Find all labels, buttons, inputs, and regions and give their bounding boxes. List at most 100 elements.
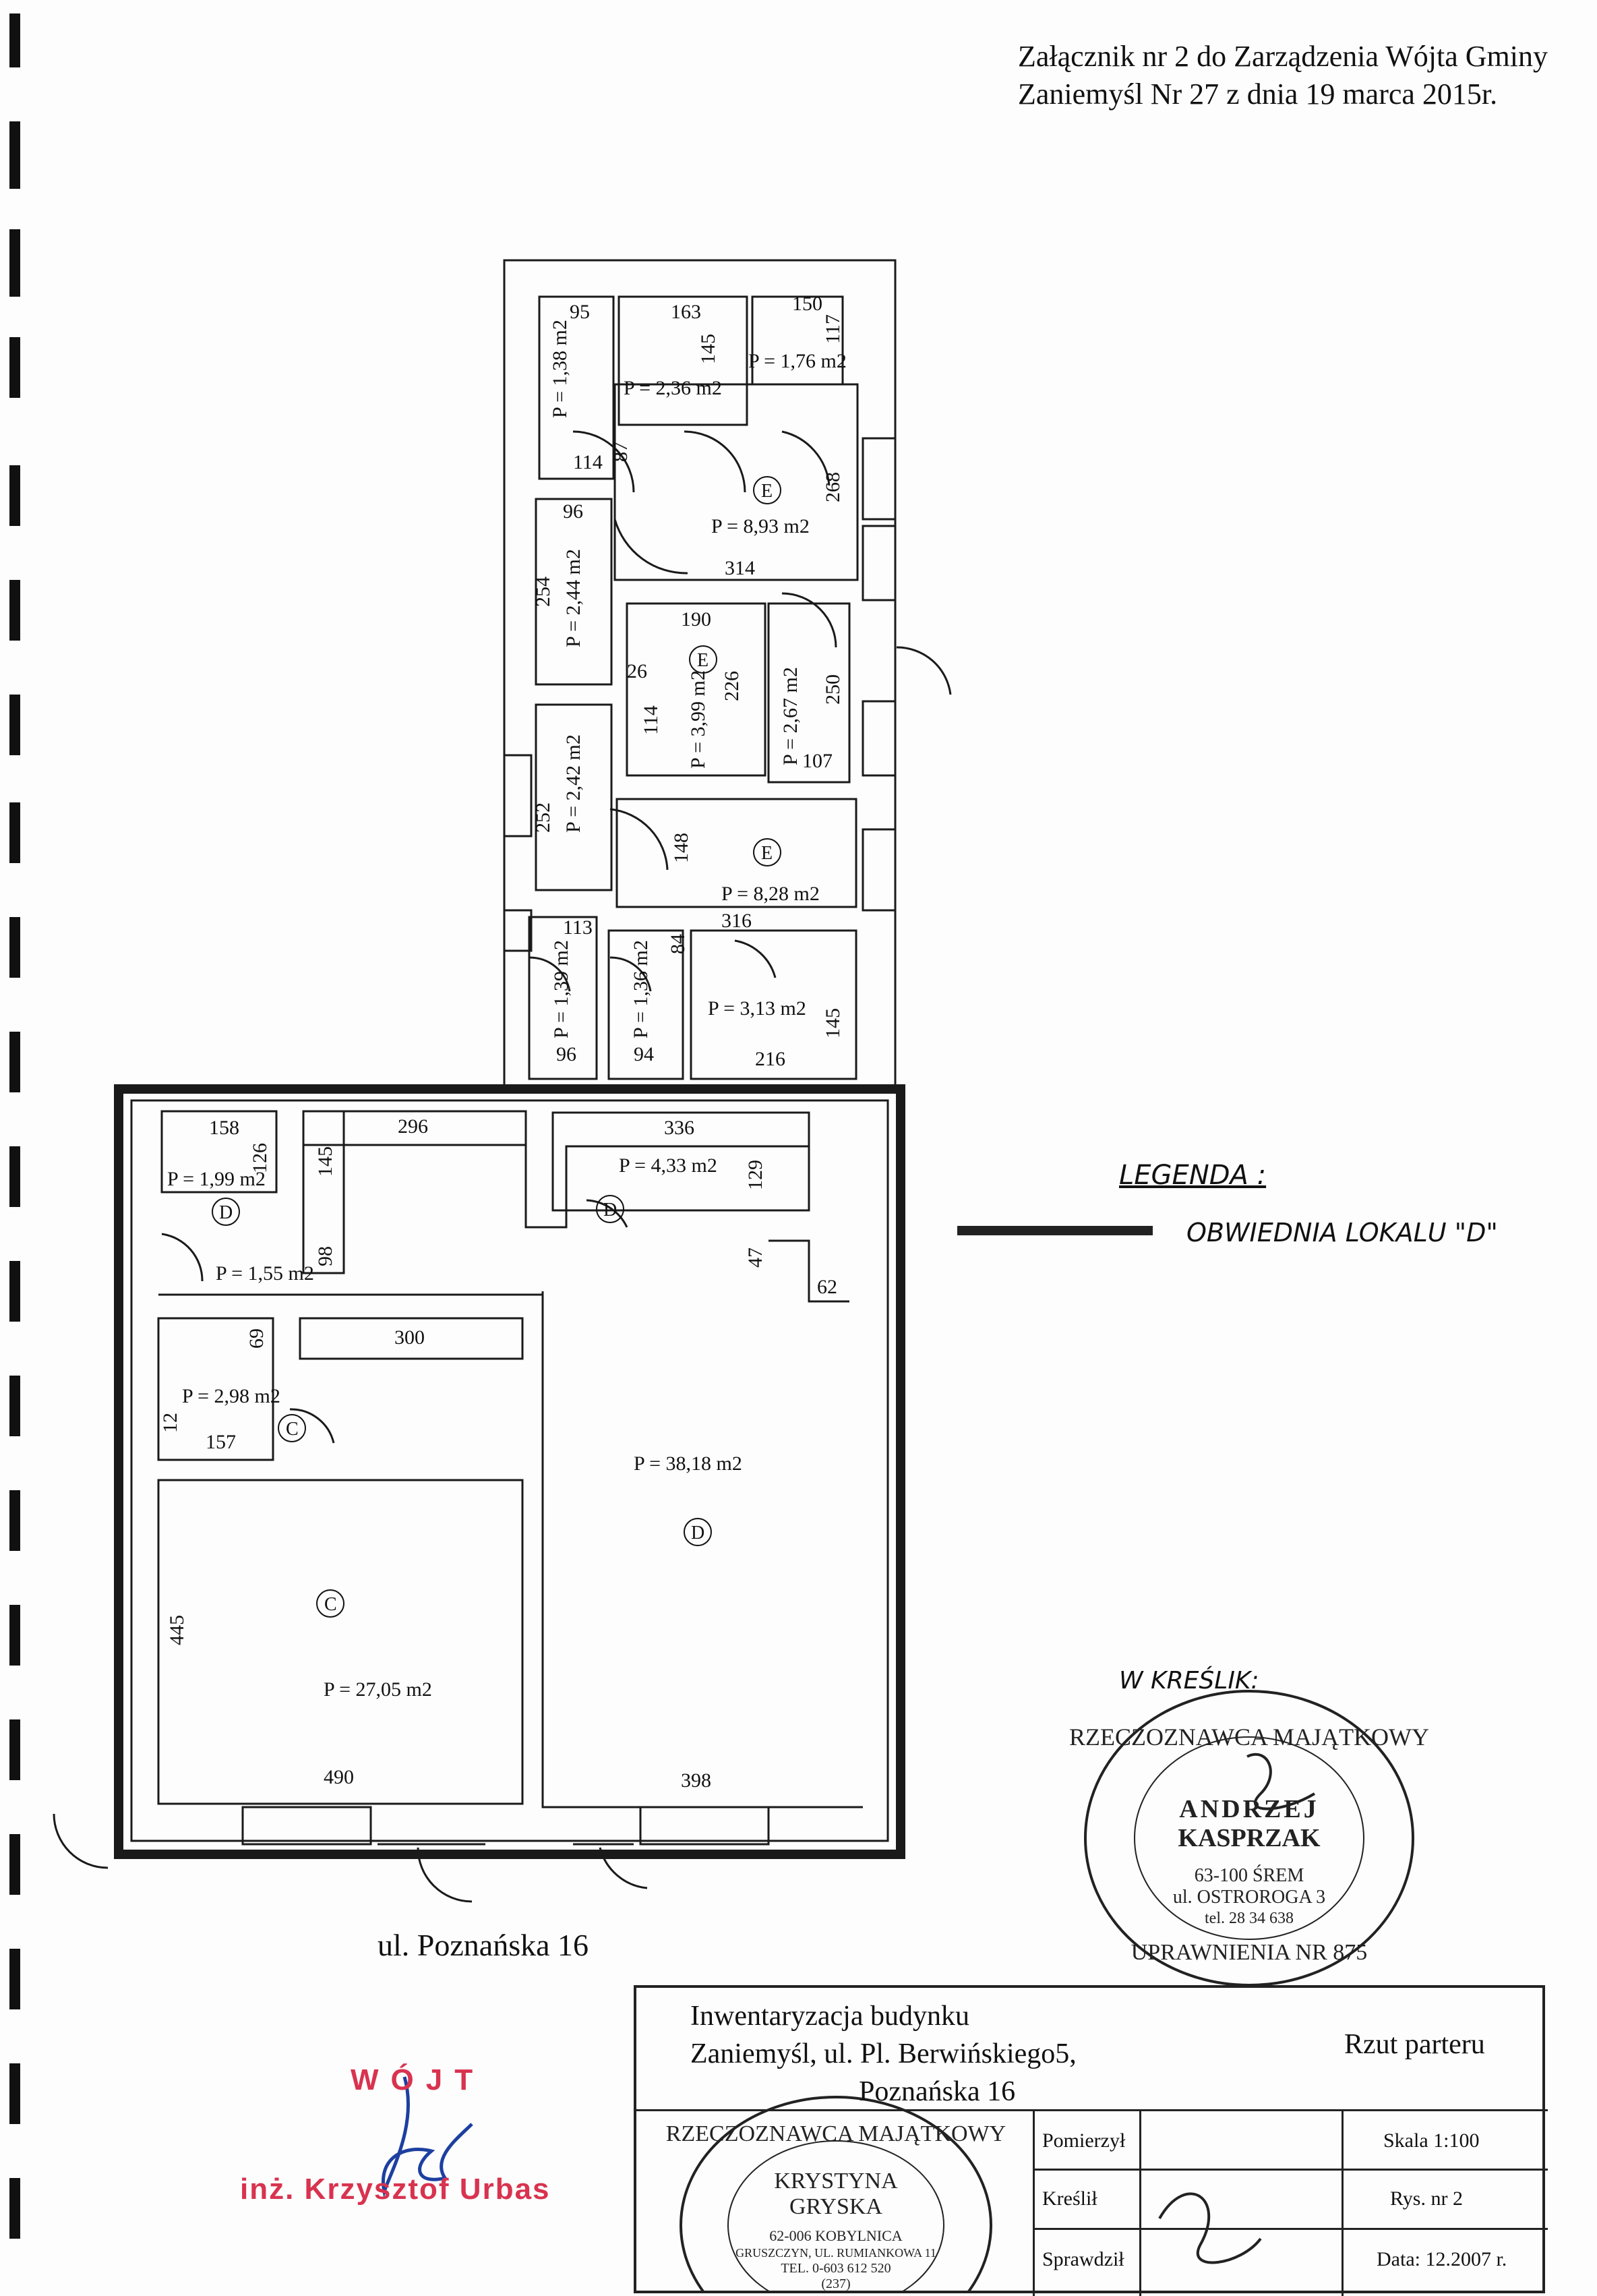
- dimension: 268: [822, 472, 844, 502]
- dimension: 398: [681, 1769, 711, 1792]
- stamp-bottom-addr2: GRUSZCZYN, UL. RUMIANKOWA 11: [735, 2246, 936, 2260]
- dimension: 190: [681, 608, 711, 630]
- drawer-label: W KREŚLIK:: [1119, 1667, 1259, 1695]
- dimension: 107: [802, 750, 833, 772]
- dimension: 216: [755, 1048, 785, 1070]
- stamp-bottom-number: (237): [821, 2276, 850, 2291]
- unit-mark: D: [219, 1202, 233, 1223]
- divider: [636, 2109, 1548, 2111]
- dimension: 490: [324, 1766, 354, 1788]
- wojt-signature: [382, 2076, 473, 2198]
- stamp-bottom-arc-text: RZECZOZNAWCA MAJĄTKOWY: [666, 2121, 1006, 2146]
- dimension: 336: [664, 1117, 694, 1139]
- room-area: P = 2,44 m2: [562, 549, 584, 647]
- dimension: 163: [671, 301, 701, 323]
- room-area: P = 3,99 m2: [687, 670, 709, 769]
- room-area: P = 2,36 m2: [624, 377, 722, 399]
- dimension: 47: [744, 1247, 766, 1268]
- binder-mark: [9, 802, 20, 863]
- legend-text: OBWIEDNIA LOKALU "D": [1186, 1218, 1498, 1247]
- dimension: 445: [166, 1615, 188, 1645]
- binder-mark: [9, 229, 20, 297]
- dimension: 148: [670, 833, 692, 863]
- scale-label: Skala 1:100: [1383, 2129, 1480, 2152]
- binder-mark: [9, 1146, 20, 1207]
- stamp-top-arc-text: RZECZOZNAWCA MAJĄTKOWY: [1069, 1724, 1429, 1750]
- dimension: 69: [245, 1328, 268, 1349]
- dimension: 98: [314, 1246, 336, 1266]
- dimension: 145: [314, 1146, 336, 1177]
- appraiser-stamp-bottom: [680, 2096, 992, 2293]
- dimension: 26: [627, 660, 647, 682]
- header-line-1: Załącznik nr 2 do Zarządzenia Wójta Gmin…: [1018, 40, 1548, 73]
- room-area: P = 38,18 m2: [634, 1452, 742, 1475]
- binder-mark: [9, 580, 20, 641]
- room-area: P = 2,42 m2: [562, 734, 584, 833]
- desc-line-3: Poznańska 16: [859, 2076, 1016, 2107]
- binder-mark: [9, 1949, 20, 2009]
- header-line-2: Zaniemyśl Nr 27 z dnia 19 marca 2015r.: [1018, 78, 1498, 111]
- unit-mark: D: [691, 1523, 704, 1543]
- measured-label: Pomierzył: [1042, 2129, 1126, 2152]
- drawing-name: Rzut parteru: [1344, 2029, 1485, 2060]
- dimension: 84: [667, 934, 689, 954]
- dimension: 226: [721, 671, 743, 701]
- document-header: Załącznik nr 2 do Zarządzenia Wójta Gmin…: [1018, 38, 1548, 113]
- binder-mark: [9, 13, 20, 67]
- dimension: 145: [822, 1008, 844, 1038]
- dimension: 114: [573, 451, 603, 473]
- binder-mark: [9, 1490, 20, 1551]
- dimension: 316: [721, 910, 752, 932]
- dimension: 94: [634, 1043, 654, 1065]
- room-area: P = 1,38 m2: [549, 320, 571, 418]
- stamp-bottom-addr1: 62-006 KOBYLNICA: [769, 2227, 902, 2244]
- room-area: P = 2,67 m2: [779, 667, 802, 765]
- dimension: 87: [609, 442, 632, 462]
- binder-mark: [9, 1834, 20, 1895]
- dimension: 129: [744, 1160, 766, 1190]
- stamp-top-addr2: ul. OSTROROGA 3: [1173, 1887, 1325, 1908]
- unit-mark: E: [761, 843, 773, 864]
- binder-mark: [9, 1261, 20, 1322]
- wojt-stamp-name: inż. Krzysztof Urbas: [240, 2173, 551, 2206]
- dimension: 12: [159, 1413, 181, 1433]
- binder-mark: [9, 1376, 20, 1436]
- dimension: 126: [249, 1143, 271, 1173]
- dimension: 150: [792, 293, 822, 315]
- stamp-top-phone: tel. 28 34 638: [1205, 1910, 1294, 1927]
- room-area: P = 3,13 m2: [708, 997, 806, 1020]
- unit-mark: E: [761, 481, 773, 502]
- dimension: 96: [556, 1043, 576, 1065]
- dimension: 96: [563, 500, 583, 523]
- dimension: 314: [725, 557, 755, 579]
- title-block-grid: Pomierzył Kreślił Sprawdził Skala 1:100 …: [1033, 2109, 1548, 2296]
- dimension: 117: [822, 314, 844, 344]
- binder-mark: [9, 121, 20, 189]
- binder-mark: [9, 2063, 20, 2124]
- room-area: P = 1,76 m2: [748, 350, 847, 372]
- stamp-top-arc-bottom: UPRAWNIENIA NR 875: [1131, 1940, 1368, 1965]
- room-area: P = 8,93 m2: [711, 515, 810, 537]
- room-area: P = 4,33 m2: [619, 1154, 717, 1177]
- binder-mark: [9, 337, 20, 398]
- stamp-top-name1: ANDRZEJ: [1179, 1795, 1319, 1823]
- unit-mark: E: [697, 650, 709, 671]
- dimension: 62: [817, 1276, 837, 1298]
- dimension: 252: [532, 802, 554, 833]
- unit-d-boundary: [114, 1084, 905, 1859]
- unit-mark: D: [603, 1200, 617, 1220]
- stamp-bottom-name2: GRYSKA: [789, 2194, 882, 2219]
- date-label: Data: 12.2007 r.: [1377, 2248, 1507, 2270]
- stamp-bottom-phone: TEL. 0-603 612 520: [781, 2261, 891, 2276]
- dimension: 113: [563, 916, 593, 939]
- room-area: P = 1,36 m2: [630, 940, 652, 1038]
- dimension: 300: [394, 1326, 425, 1349]
- room-area: P = 1,55 m2: [216, 1262, 314, 1285]
- title-block-description: Inwentaryzacja budynku Zaniemyśl, ul. Pl…: [690, 1997, 1077, 2111]
- dimension: 158: [209, 1117, 239, 1139]
- binder-mark: [9, 1719, 20, 1780]
- wojt-stamp-title: WÓJT: [351, 2063, 485, 2096]
- binder-mark: [9, 2178, 20, 2239]
- dimension: 157: [206, 1431, 236, 1453]
- legend-title: LEGENDA :: [1119, 1160, 1267, 1191]
